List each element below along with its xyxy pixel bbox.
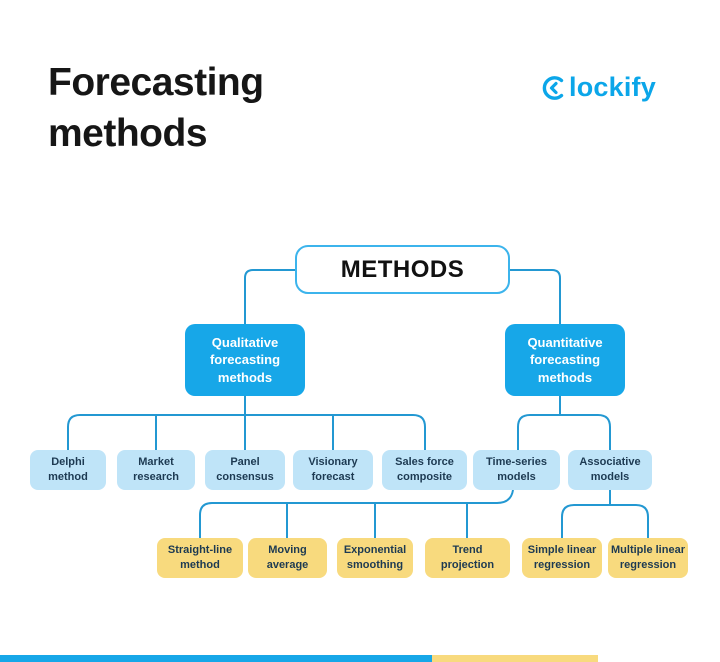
footer-stripe-blue xyxy=(0,655,432,662)
page-title: Forecasting methods xyxy=(48,61,264,155)
node-trend-projection: Trend projection xyxy=(425,538,510,578)
node-exponential-smoothing: Exponential smoothing xyxy=(337,538,413,578)
node-delphi-method: Delphi method xyxy=(30,450,106,490)
clockify-clock-icon xyxy=(542,75,564,100)
clockify-logo: lockify xyxy=(540,72,656,103)
node-straight-line-method: Straight-line method xyxy=(157,538,243,578)
node-multiple-linear-regression: Multiple linear regression xyxy=(608,538,688,578)
node-visionary-forecast: Visionary forecast xyxy=(293,450,373,490)
node-moving-average: Moving average xyxy=(248,538,327,578)
node-time-series-models: Time-series models xyxy=(473,450,560,490)
node-qualitative-forecasting-methods: Qualitative forecasting methods xyxy=(185,324,305,396)
node-panel-consensus: Panel consensus xyxy=(205,450,285,490)
node-methods: METHODS xyxy=(295,245,510,294)
node-simple-linear-regression: Simple linear regression xyxy=(522,538,602,578)
node-sales-force-composite: Sales force composite xyxy=(382,450,467,490)
footer-stripe-yellow xyxy=(432,655,598,662)
node-associative-models: Associative models xyxy=(568,450,652,490)
clockify-logo-text: lockify xyxy=(569,72,656,102)
node-market-research: Market research xyxy=(117,450,195,490)
node-quantitative-forecasting-methods: Quantitative forecasting methods xyxy=(505,324,625,396)
